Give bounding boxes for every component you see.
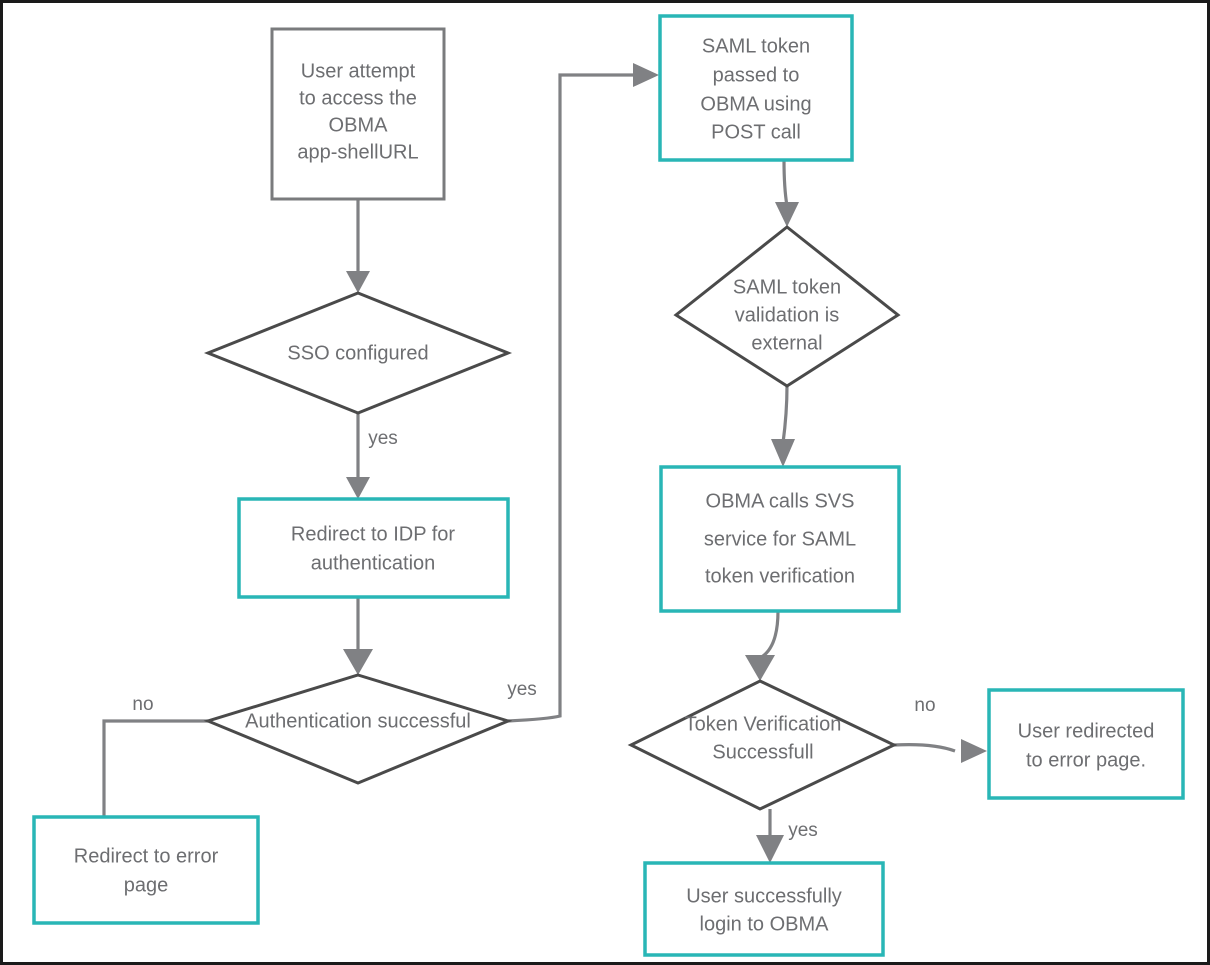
node-redirect-error-line-1: Redirect to error <box>74 845 219 867</box>
edge-label-auth-no: no <box>132 694 153 715</box>
node-saml-token-posted[interactable]: SAML token passed to OBMA using POST cal… <box>658 14 854 162</box>
edge-user-attempt-to-sso <box>346 199 370 293</box>
node-saml-validation-external[interactable]: SAML token validation is external <box>673 225 901 388</box>
node-saml-token-line-2: passed to <box>713 64 800 86</box>
node-auth-successful-label: Authentication successful <box>245 710 471 732</box>
node-saml-validation-line-1: SAML token <box>733 276 841 298</box>
node-user-attempt-line-1: User attempt <box>301 60 416 82</box>
node-saml-validation-line-3: external <box>751 332 822 354</box>
node-token-verification-line-2: Successfull <box>712 741 813 763</box>
edge-validation-to-obma-svs <box>771 385 795 467</box>
node-sso-configured-label: SSO configured <box>287 342 428 364</box>
node-obma-svs-line-2: service for SAML <box>704 528 856 550</box>
node-redirect-error-line-2: page <box>124 874 169 896</box>
node-redirect-idp[interactable]: Redirect to IDP for authentication <box>237 497 510 599</box>
node-user-redirected-error[interactable]: User redirected to error page. <box>987 688 1185 800</box>
node-user-redirected-line-2: to error page. <box>1026 749 1146 771</box>
node-user-attempt[interactable]: User attempt to access the OBMA app-shel… <box>270 27 446 201</box>
node-user-login-line-2: login to OBMA <box>700 913 830 935</box>
node-obma-svs-line-1: OBMA calls SVS <box>706 490 855 512</box>
edge-token-no-to-error-page <box>893 739 987 763</box>
edge-redirect-idp-to-auth <box>343 597 373 675</box>
edge-label-token-no: no <box>914 695 935 716</box>
node-token-verification-line-1: Token Verification <box>685 713 842 735</box>
node-user-login-success[interactable]: User successfully login to OBMA <box>643 861 885 957</box>
node-saml-token-line-1: SAML token <box>702 35 810 57</box>
edge-obma-svs-to-token-verification <box>745 610 780 681</box>
node-saml-token-line-4: POST call <box>711 121 801 143</box>
node-user-redirected-line-1: User redirected <box>1018 720 1155 742</box>
edge-label-token-yes: yes <box>788 820 818 841</box>
node-user-attempt-line-3: OBMA <box>329 114 389 136</box>
edge-auth-yes-to-saml-token <box>507 63 659 723</box>
node-redirect-idp-line-2: authentication <box>311 552 436 574</box>
edge-saml-token-to-validation <box>775 159 799 227</box>
node-token-verification[interactable]: Token Verification Successfull <box>627 679 898 811</box>
node-redirect-error-page[interactable]: Redirect to error page <box>32 815 260 925</box>
node-redirect-idp-line-1: Redirect to IDP for <box>291 523 455 545</box>
node-user-login-line-1: User successfully <box>686 885 842 907</box>
node-user-attempt-line-4: app-shellURL <box>297 141 418 163</box>
edge-auth-no-to-error-page <box>102 719 208 825</box>
node-sso-configured[interactable]: SSO configured <box>203 291 513 415</box>
node-obma-svs-line-3: token verification <box>705 565 855 587</box>
edge-label-sso-yes: yes <box>368 428 398 449</box>
edge-label-auth-yes: yes <box>507 679 537 700</box>
node-obma-calls-svs[interactable]: OBMA calls SVS service for SAML token ve… <box>659 465 901 613</box>
node-user-attempt-line-2: to access the <box>299 87 417 109</box>
node-auth-successful[interactable]: Authentication successful <box>203 673 513 785</box>
edge-token-yes-to-login-success <box>756 809 784 863</box>
edge-sso-yes-to-redirect-idp <box>346 413 370 499</box>
flowchart-svg: User attempt to access the OBMA app-shel… <box>32 14 1185 957</box>
node-saml-validation-line-2: validation is <box>735 304 840 326</box>
node-saml-token-line-3: OBMA using <box>700 93 811 115</box>
